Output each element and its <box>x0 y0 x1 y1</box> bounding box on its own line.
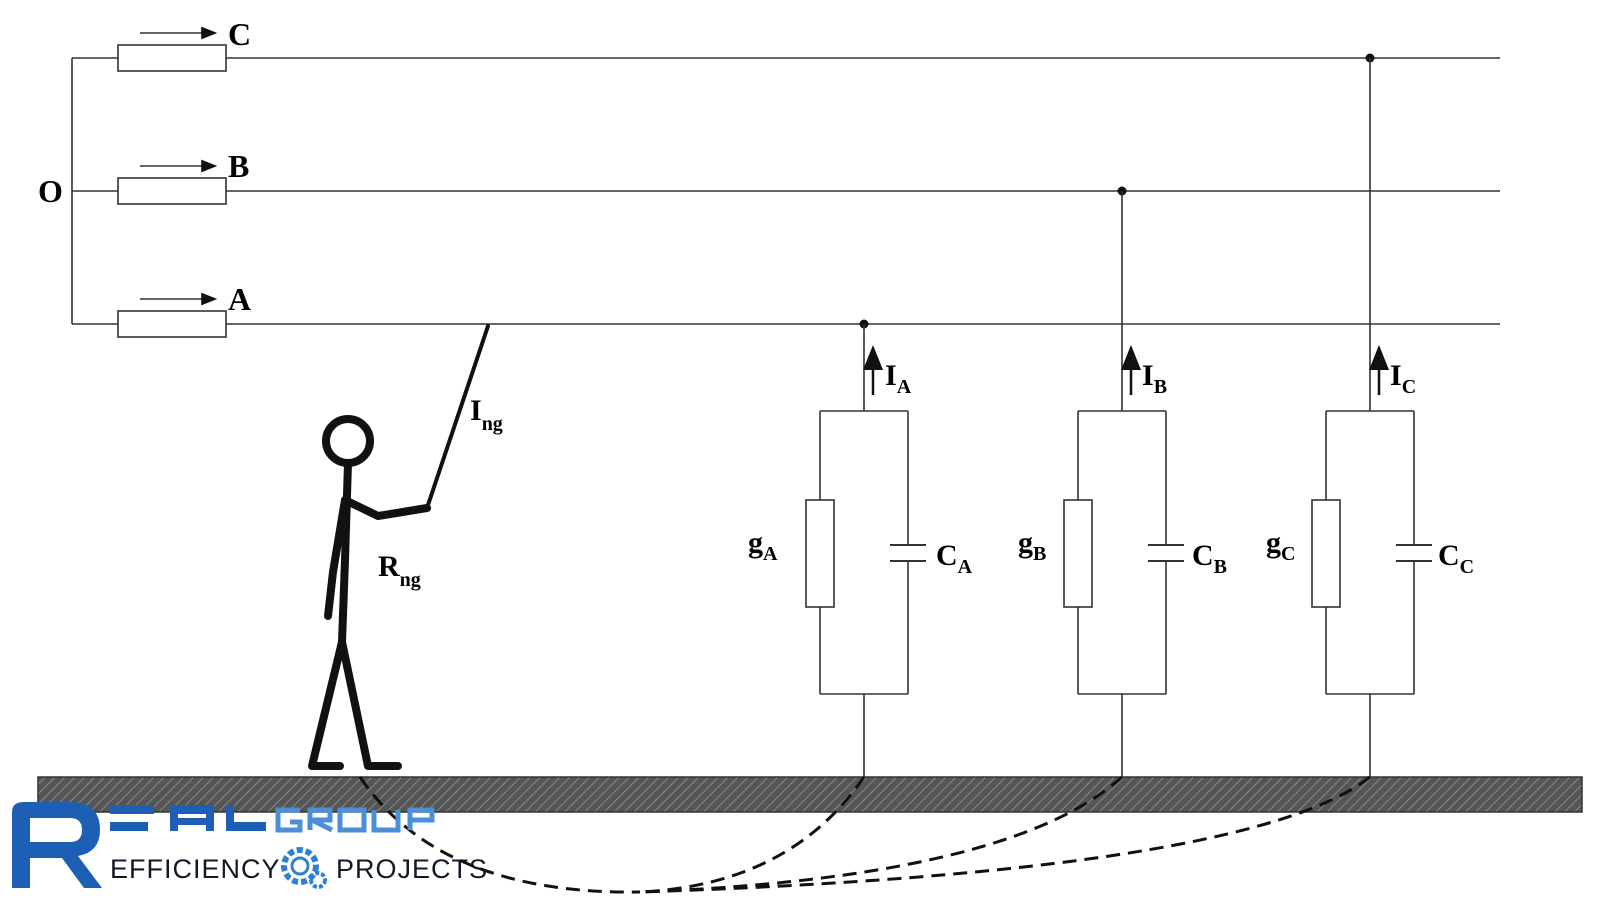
fault-wire <box>425 324 490 510</box>
body-resistance-label: Rng <box>378 550 421 591</box>
earth-path-c <box>639 775 1371 894</box>
capacitance-label-a: CA <box>936 539 973 578</box>
conductance-resistor-b <box>1063 499 1093 608</box>
conductance-resistor-c <box>1311 499 1341 608</box>
logo-r-mark <box>12 802 102 888</box>
conductance-label-b: gB <box>1018 526 1046 565</box>
person-figure <box>308 415 431 770</box>
phase-c-resistor <box>117 44 227 72</box>
phase-b-resistor <box>117 177 227 205</box>
logo-gear-icon <box>281 847 327 889</box>
current-label-c: IC <box>1390 359 1416 398</box>
capacitance-label-c: CC <box>1438 539 1474 578</box>
phase-a-resistor <box>117 310 227 338</box>
earth-path-b <box>639 775 1124 894</box>
logo-group-mark <box>275 807 435 833</box>
conductance-label-a: gA <box>748 526 778 565</box>
phase-line-b: B <box>117 148 1500 205</box>
fault-current-label: Ing <box>470 394 503 435</box>
earth-path-a <box>639 776 866 894</box>
logo-efficiency-text: EFFICIENCY <box>110 854 281 884</box>
branch-a: IA gA CA <box>748 319 973 777</box>
conductance-label-c: gC <box>1266 526 1295 565</box>
ground-plane <box>37 776 1583 813</box>
phase-line-a: A <box>72 281 1500 338</box>
person-left-leg <box>308 638 346 770</box>
earth-return-paths <box>358 775 1371 894</box>
earth-path-person <box>358 776 641 894</box>
realgroup-logo: EFFICIENCY PROJECTS <box>12 802 488 889</box>
current-label-b: IB <box>1142 359 1167 398</box>
phase-c-label: C <box>228 16 251 52</box>
branch-b: IB gB CB <box>1018 186 1227 777</box>
capacitance-label-b: CB <box>1192 539 1227 578</box>
current-label-a: IA <box>885 359 912 398</box>
logo-eal-mark <box>110 805 266 831</box>
person-left-arm <box>324 496 349 620</box>
phase-line-c: C <box>72 16 1500 72</box>
person-head <box>322 415 374 467</box>
person-right-leg <box>338 638 402 770</box>
phase-b-label: B <box>228 148 249 184</box>
person-right-arm <box>341 496 431 520</box>
logo-projects-text: PROJECTS <box>336 854 488 884</box>
neutral-label: O <box>38 173 63 209</box>
conductance-resistor-a <box>805 499 835 608</box>
phase-a-label: A <box>228 281 251 317</box>
branch-c: IC gC CC <box>1266 53 1474 777</box>
person-torso <box>338 459 352 646</box>
